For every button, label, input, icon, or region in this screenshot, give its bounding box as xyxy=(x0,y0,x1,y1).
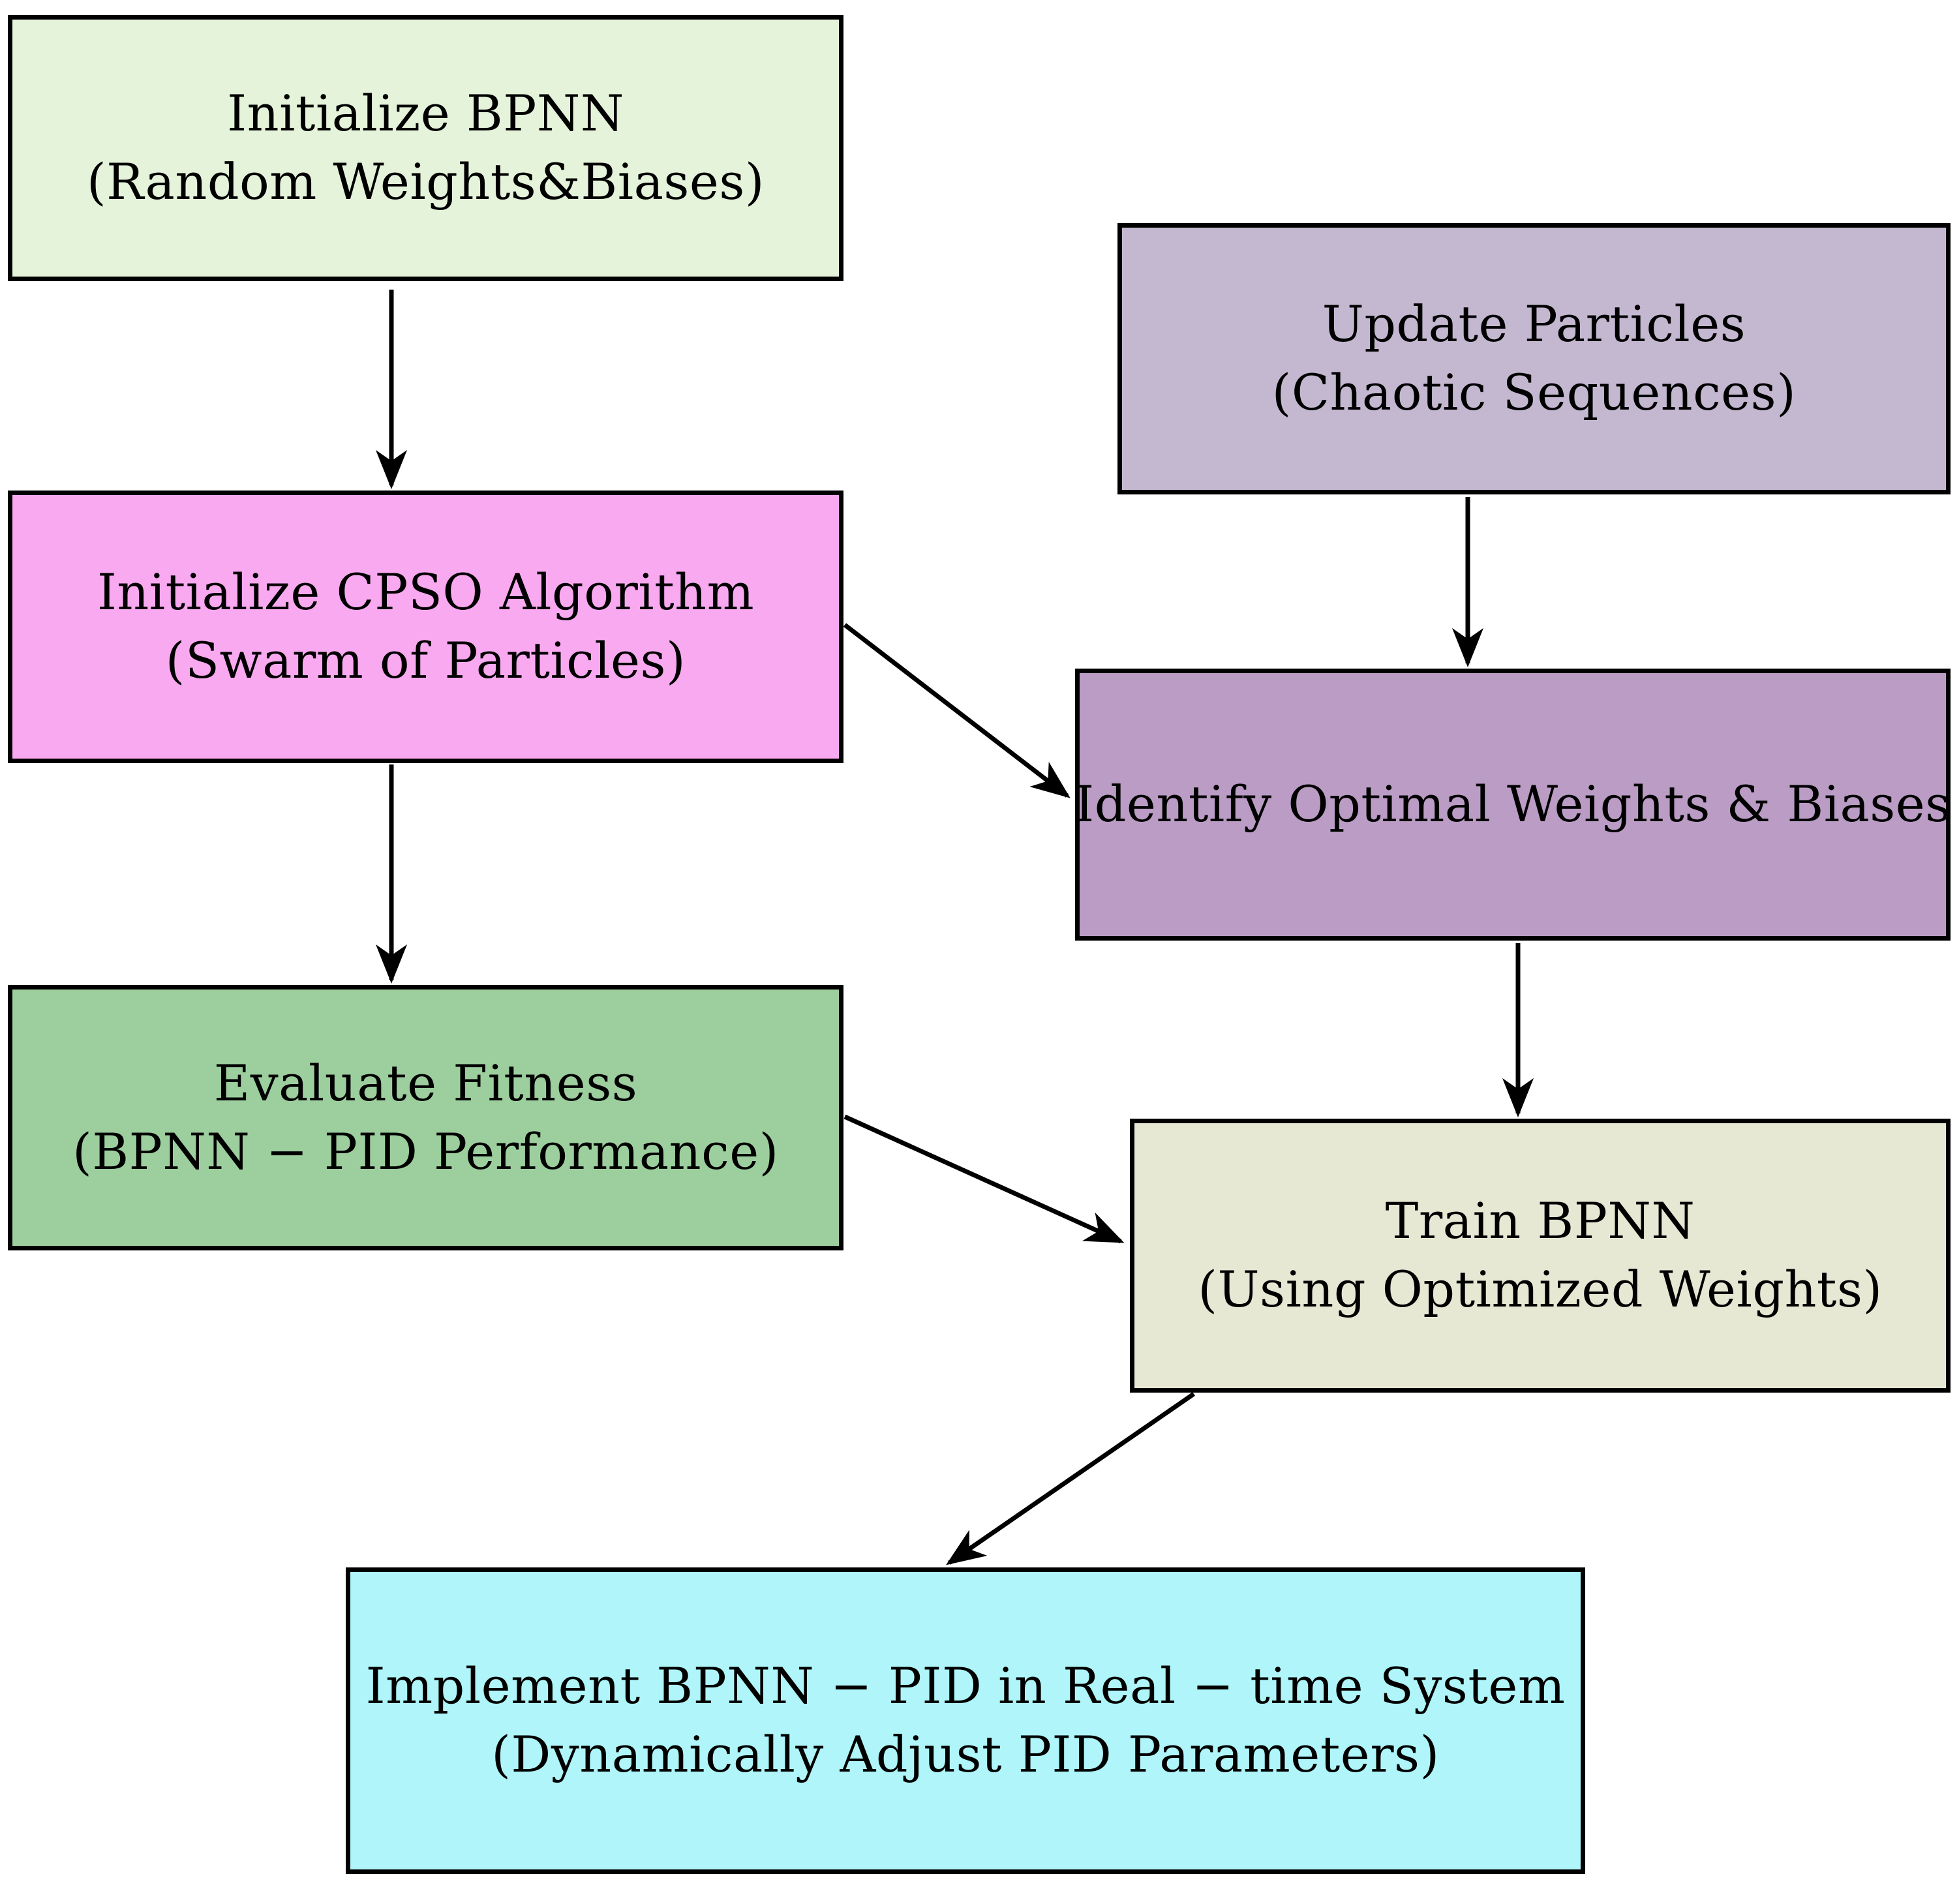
edge-train-bpnn-to-implement xyxy=(946,1392,1195,1565)
node-label-line2: (Using Optimized Weights) xyxy=(1198,1260,1883,1318)
node-initialize-bpnn-label: Initialize BPNN (Random Weights&Biases) xyxy=(87,80,765,217)
node-label-line1: Initialize BPNN xyxy=(227,84,624,143)
node-train-bpnn: Train BPNN (Using Optimized Weights) xyxy=(1130,1119,1951,1393)
node-label-line1: Train BPNN xyxy=(1385,1192,1695,1250)
edge-evaluate-fitness-to-train-bpnn xyxy=(843,1114,1125,1244)
edge-init-cpso-to-identify-optimal xyxy=(843,623,1071,798)
node-initialize-cpso-label: Initialize CPSO Algorithm (Swarm of Part… xyxy=(97,558,754,695)
node-update-particles-label: Update Particles (Chaotic Sequences) xyxy=(1272,290,1797,427)
node-label-line1: Implement BPNN − PID in Real − time Syst… xyxy=(365,1657,1566,1715)
node-label-line1: Identify Optimal Weights & Biases xyxy=(1074,775,1951,834)
node-identify-optimal-weights: Identify Optimal Weights & Biases xyxy=(1074,669,1951,941)
node-implement-bpnn-pid-label: Implement BPNN − PID in Real − time Syst… xyxy=(366,1652,1566,1789)
node-label-line2: (Chaotic Sequences) xyxy=(1271,363,1797,421)
node-label-line1: Evaluate Fitness xyxy=(213,1053,638,1112)
node-train-bpnn-label: Train BPNN (Using Optimized Weights) xyxy=(1198,1187,1882,1324)
node-initialize-bpnn: Initialize BPNN (Random Weights&Biases) xyxy=(8,15,843,281)
node-label-line2: (Random Weights&Biases) xyxy=(86,153,765,211)
node-evaluate-fitness: Evaluate Fitness (BPNN − PID Performance… xyxy=(8,985,843,1250)
node-label-line2: (BPNN − PID Performance) xyxy=(72,1122,779,1181)
node-initialize-cpso: Initialize CPSO Algorithm (Swarm of Part… xyxy=(8,491,843,763)
node-identify-optimal-weights-label: Identify Optimal Weights & Biases xyxy=(1074,770,1951,839)
node-label-line2: (Dynamically Adjust PID Parameters) xyxy=(491,1725,1440,1783)
node-implement-bpnn-pid: Implement BPNN − PID in Real − time Syst… xyxy=(346,1567,1585,1874)
node-label-line2: (Swarm of Particles) xyxy=(165,631,686,689)
node-update-particles: Update Particles (Chaotic Sequences) xyxy=(1117,223,1951,494)
node-evaluate-fitness-label: Evaluate Fitness (BPNN − PID Performance… xyxy=(72,1050,779,1186)
node-label-line1: Update Particles xyxy=(1322,295,1746,354)
node-label-line1: Initialize CPSO Algorithm xyxy=(97,563,755,622)
